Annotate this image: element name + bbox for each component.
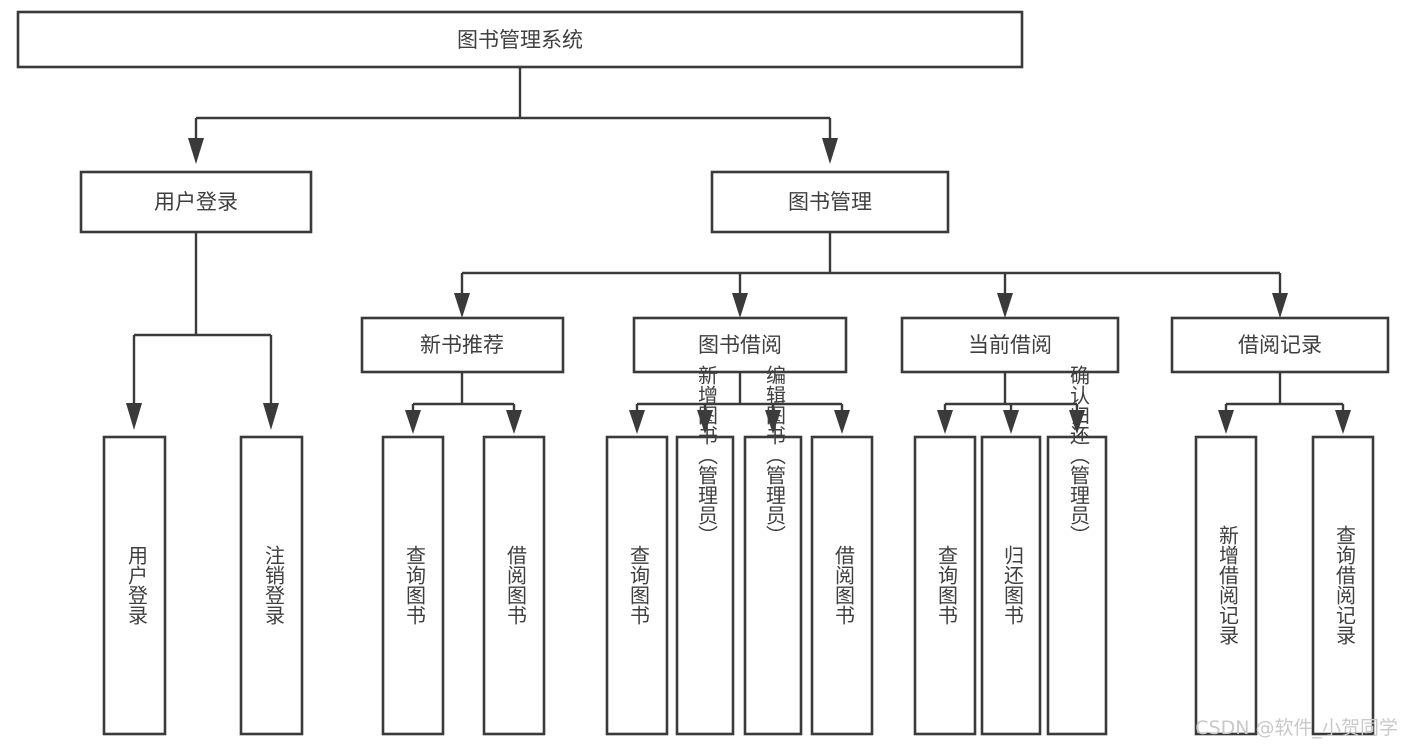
- csdn-watermark: CSDN @软件_小贺同学: [1195, 717, 1398, 739]
- node-leaf-confirm-return-box[interactable]: [1046, 435, 1108, 736]
- arrow-head-icon-leaf-query-book-1: [405, 410, 421, 434]
- arrow-head-icon-leaf-query-book-2: [629, 410, 645, 434]
- node-leaf-logout-login-label: 注销登录: [262, 545, 286, 625]
- arrow-head-icon-leaf-borrow-book-2: [834, 410, 850, 434]
- node-leaf-return-book[interactable]: 归还图书: [980, 435, 1042, 736]
- node-leaf-query-book-1-label: 查询图书: [403, 545, 427, 625]
- node-leaf-borrow-book-1-label: 借阅图书: [504, 545, 528, 625]
- node-leaf-edit-book-label: 编辑图书（管理员）: [763, 365, 787, 545]
- arrow-head-icon-leaf-query-book-3: [937, 410, 953, 434]
- node-user-login-box[interactable]: [79, 170, 313, 234]
- connector-group-current-borrow: [937, 372, 1085, 434]
- node-leaf-user-login-label: 用户登录: [125, 545, 149, 625]
- node-root[interactable]: 图书管理系统: [16, 10, 1024, 69]
- node-leaf-add-record-box[interactable]: [1194, 435, 1258, 736]
- node-leaf-borrow-book-2-label: 借阅图书: [832, 545, 856, 625]
- arrow-head-icon-user-login: [188, 138, 204, 164]
- connector-group-book-borrow: [629, 372, 850, 434]
- node-leaf-query-record[interactable]: 查询借阅记录: [1311, 435, 1375, 736]
- arrow-head-icon-leaf-logout-login: [263, 403, 279, 430]
- node-leaf-borrow-book-2-box[interactable]: [810, 435, 874, 736]
- node-leaf-user-login[interactable]: 用户登录: [102, 435, 167, 736]
- arrow-head-icon-leaf-edit-book: [765, 410, 781, 434]
- node-leaf-logout-login-box[interactable]: [239, 435, 304, 736]
- connector-group-new-book-recommend: [405, 372, 522, 434]
- node-leaf-query-record-label: 查询借阅记录: [1333, 525, 1357, 645]
- node-leaf-user-login-box[interactable]: [102, 435, 167, 736]
- node-leaf-query-record-box[interactable]: [1311, 435, 1375, 736]
- arrow-head-icon-leaf-user-login: [126, 403, 142, 430]
- node-new-book-recommend-label: 新书推荐: [420, 333, 504, 357]
- connector-group-user-login: [126, 232, 279, 430]
- arrow-head-icon-book-borrow: [732, 293, 748, 318]
- node-borrow-record[interactable]: 借阅记录: [1170, 316, 1390, 374]
- node-book-borrow-label: 图书借阅: [698, 333, 782, 357]
- node-new-book-recommend-box[interactable]: [360, 316, 565, 374]
- node-current-borrow-label: 当前借阅: [968, 333, 1052, 357]
- connector-group-borrow-record: [1218, 372, 1351, 434]
- node-leaf-query-book-1-box[interactable]: [381, 435, 445, 736]
- node-leaf-add-record-label: 新增借阅记录: [1216, 525, 1240, 645]
- node-leaf-return-book-label: 归还图书: [1001, 545, 1025, 625]
- node-leaf-query-book-1[interactable]: 查询图书: [381, 435, 445, 736]
- connector-group-root: [188, 67, 838, 164]
- node-leaf-add-book-label: 新增图书（管理员）: [695, 365, 719, 545]
- node-leaf-query-book-3-label: 查询图书: [935, 545, 959, 625]
- node-leaf-add-record[interactable]: 新增借阅记录: [1194, 435, 1258, 736]
- node-leaf-edit-book-box[interactable]: [743, 435, 803, 736]
- node-root-box[interactable]: [16, 10, 1024, 69]
- node-book-management[interactable]: 图书管理: [710, 170, 950, 234]
- arrow-head-icon-leaf-confirm-return: [1069, 410, 1085, 434]
- node-leaf-borrow-book-1-box[interactable]: [482, 435, 546, 736]
- node-leaf-edit-book[interactable]: 编辑图书（管理员）: [743, 365, 803, 736]
- node-leaf-confirm-return[interactable]: 确认归还（管理员）: [1046, 365, 1108, 736]
- node-current-borrow-box[interactable]: [900, 316, 1120, 374]
- node-book-borrow-box[interactable]: [632, 316, 848, 374]
- node-leaf-add-book[interactable]: 新增图书（管理员）: [675, 365, 735, 736]
- node-root-label: 图书管理系统: [457, 28, 583, 52]
- arrow-head-icon-leaf-add-record: [1218, 410, 1234, 434]
- node-leaf-query-book-2-box[interactable]: [605, 435, 669, 736]
- node-borrow-record-box[interactable]: [1170, 316, 1390, 374]
- arrow-head-icon-leaf-borrow-book-1: [506, 410, 522, 434]
- node-leaf-query-book-2[interactable]: 查询图书: [605, 435, 669, 736]
- node-current-borrow[interactable]: 当前借阅: [900, 316, 1120, 374]
- node-book-management-label: 图书管理: [788, 190, 872, 214]
- arrow-head-icon-current-borrow: [997, 293, 1013, 318]
- arrow-head-icon-leaf-query-record: [1335, 410, 1351, 434]
- node-borrow-record-label: 借阅记录: [1238, 333, 1322, 357]
- node-leaf-query-book-2-label: 查询图书: [627, 545, 651, 625]
- node-leaf-add-book-box[interactable]: [675, 435, 735, 736]
- node-leaf-borrow-book-1[interactable]: 借阅图书: [482, 435, 546, 736]
- node-leaf-logout-login[interactable]: 注销登录: [239, 435, 304, 736]
- node-book-management-box[interactable]: [710, 170, 950, 234]
- node-leaf-query-book-3[interactable]: 查询图书: [913, 435, 977, 736]
- node-user-login[interactable]: 用户登录: [79, 170, 313, 234]
- node-leaf-return-book-box[interactable]: [980, 435, 1042, 736]
- connector-group-book-management: [454, 233, 1288, 318]
- arrow-head-icon-new-book-recommend: [454, 293, 470, 318]
- node-new-book-recommend[interactable]: 新书推荐: [360, 316, 565, 374]
- arrow-head-icon-book-management: [822, 138, 838, 164]
- arrow-head-icon-leaf-return-book: [1003, 410, 1019, 434]
- node-leaf-confirm-return-label: 确认归还（管理员）: [1067, 365, 1091, 545]
- node-leaf-query-book-3-box[interactable]: [913, 435, 977, 736]
- node-book-borrow[interactable]: 图书借阅: [632, 316, 848, 374]
- arrow-head-icon-leaf-add-book: [697, 410, 713, 434]
- node-leaf-borrow-book-2[interactable]: 借阅图书: [810, 435, 874, 736]
- node-user-login-label: 用户登录: [154, 190, 238, 214]
- arrow-head-icon-borrow-record: [1272, 293, 1288, 318]
